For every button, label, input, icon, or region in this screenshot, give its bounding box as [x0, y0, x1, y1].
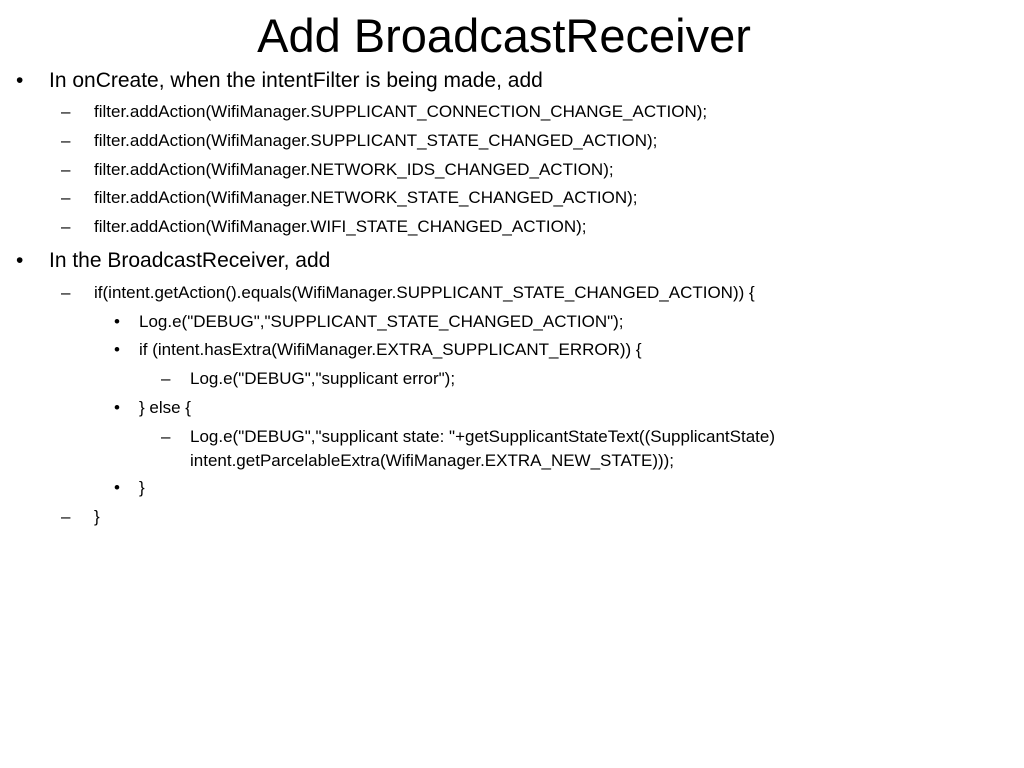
bullet-marker: • — [16, 69, 24, 92]
dash-marker: – — [61, 131, 71, 150]
bullet-marker: • — [114, 312, 120, 331]
dash-marker: – — [61, 507, 71, 526]
dash-marker: – — [161, 427, 171, 446]
code-line: if (intent.hasExtra(WifiManager.EXTRA_SU… — [139, 340, 642, 359]
dash-marker: – — [61, 217, 71, 236]
code-line: filter.addAction(WifiManager.NETWORK_IDS… — [94, 160, 614, 179]
code-line: Log.e("DEBUG","supplicant state: "+getSu… — [190, 427, 775, 470]
section1-heading: In onCreate, when the intentFilter is be… — [49, 69, 543, 92]
dash-marker: – — [161, 369, 171, 388]
bullet-marker: • — [114, 398, 120, 417]
code-line: filter.addAction(WifiManager.SUPPLICANT_… — [94, 131, 658, 150]
code-line: } else { — [139, 398, 191, 417]
bullet-marker: • — [16, 249, 24, 272]
dash-marker: – — [61, 283, 71, 302]
bullet-marker: • — [114, 478, 120, 497]
code-line: Log.e("DEBUG","supplicant error"); — [190, 369, 456, 388]
code-line: } — [94, 507, 100, 526]
code-line: filter.addAction(WifiManager.SUPPLICANT_… — [94, 102, 708, 121]
dash-marker: – — [61, 188, 71, 207]
section2-heading: In the BroadcastReceiver, add — [49, 249, 331, 272]
code-line: filter.addAction(WifiManager.WIFI_STATE_… — [94, 217, 587, 236]
code-line: if(intent.getAction().equals(WifiManager… — [94, 283, 755, 302]
code-line: Log.e("DEBUG","SUPPLICANT_STATE_CHANGED_… — [139, 312, 624, 331]
dash-marker: – — [61, 102, 71, 121]
code-line: filter.addAction(WifiManager.NETWORK_STA… — [94, 188, 638, 207]
code-line: } — [139, 478, 145, 497]
slide-title: Add BroadcastReceiver — [257, 9, 751, 62]
bullet-marker: • — [114, 340, 120, 359]
dash-marker: – — [61, 160, 71, 179]
